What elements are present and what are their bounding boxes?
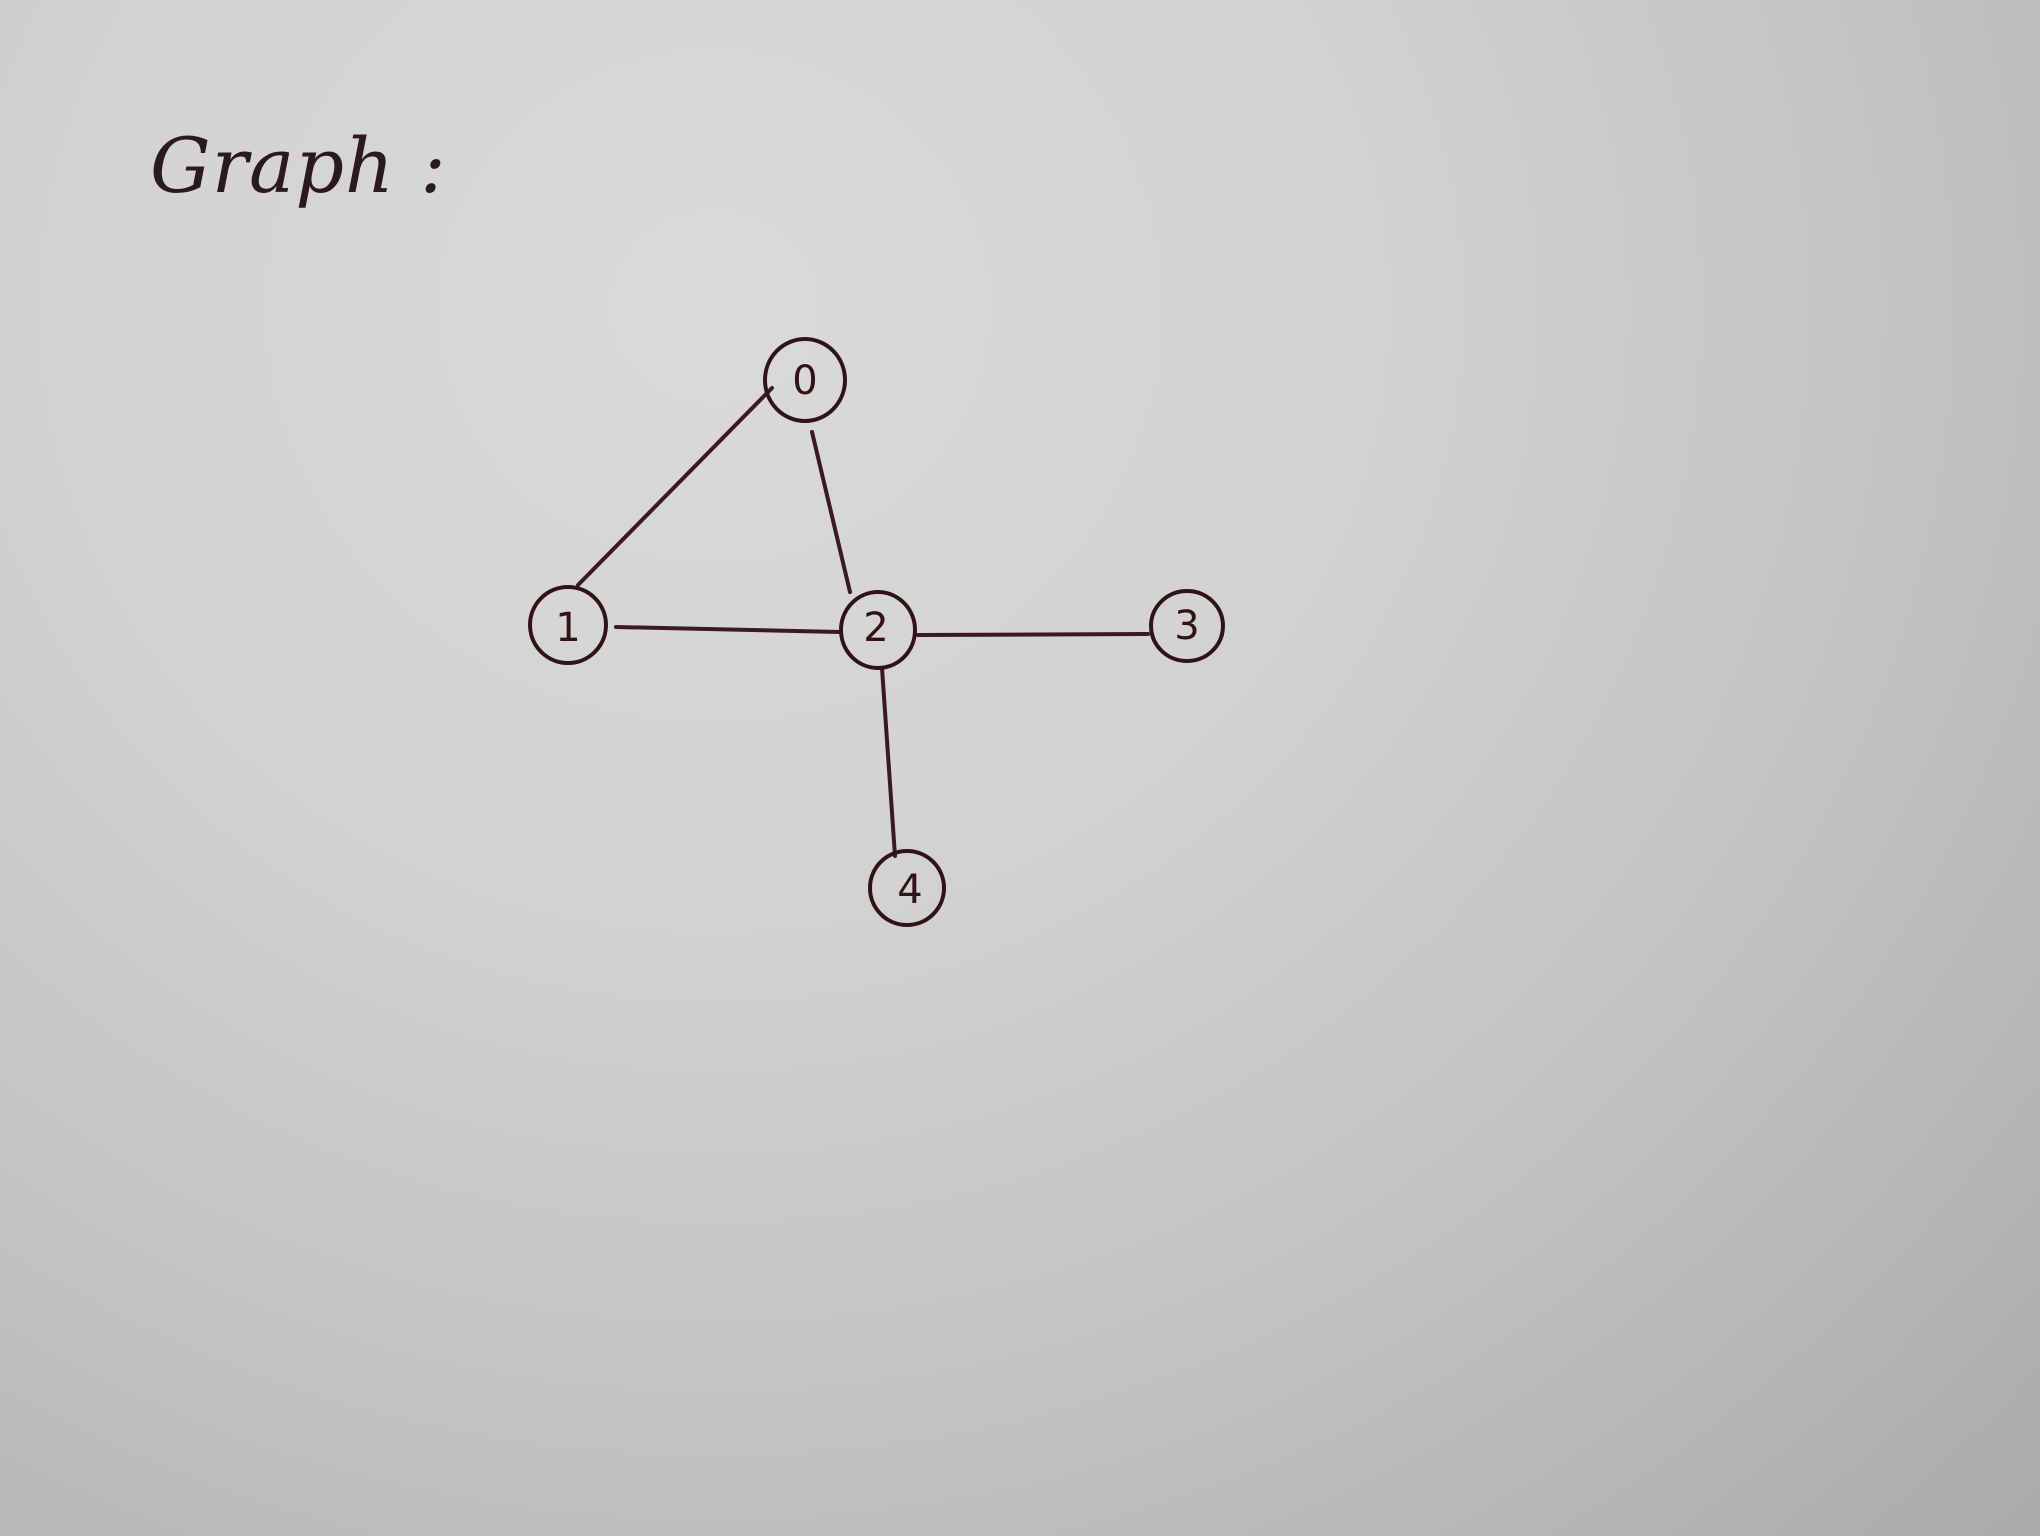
node-label-0: 0 bbox=[792, 358, 817, 404]
edge-2-4 bbox=[880, 666, 897, 858]
edge-1-2 bbox=[614, 625, 842, 634]
edge-0-2 bbox=[810, 430, 852, 594]
node-label-3: 3 bbox=[1174, 603, 1199, 649]
graph-node-4: 4 bbox=[868, 849, 946, 927]
node-label-2: 2 bbox=[863, 605, 888, 651]
graph-node-2: 2 bbox=[839, 590, 917, 670]
node-label-4: 4 bbox=[897, 867, 922, 913]
graph-node-3: 3 bbox=[1149, 589, 1225, 663]
edge-2-3 bbox=[916, 632, 1150, 637]
graph-node-1: 1 bbox=[528, 585, 608, 665]
node-label-1: 1 bbox=[555, 605, 580, 651]
nodes-layer: 0 1 2 3 4 bbox=[528, 337, 1225, 927]
diagram-title: Graph : bbox=[150, 121, 447, 210]
graph-node-0: 0 bbox=[763, 337, 847, 423]
edge-0-1 bbox=[576, 386, 774, 587]
edges-layer bbox=[576, 386, 1150, 858]
